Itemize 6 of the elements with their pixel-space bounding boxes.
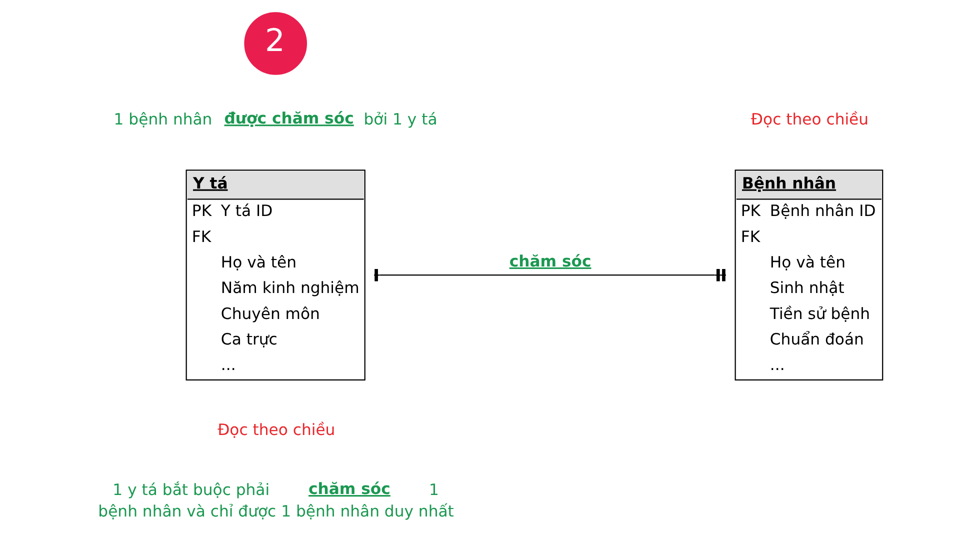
edge-label: chăm sóc bbox=[509, 252, 592, 270]
label: 1 bệnh nhân được chăm sóc bởi 1 y tá bbox=[114, 110, 438, 129]
label: Đọc theo chiều bbox=[218, 420, 336, 439]
label: Đọc theo chiều bbox=[750, 110, 869, 129]
label: 1 y tá bắt buộc phải chăm sóc 1 bệnh nhân và chỉ được 1 bệnh nhân duy nhất bbox=[98, 480, 454, 520]
node-circle: 2 bbox=[244, 12, 307, 75]
